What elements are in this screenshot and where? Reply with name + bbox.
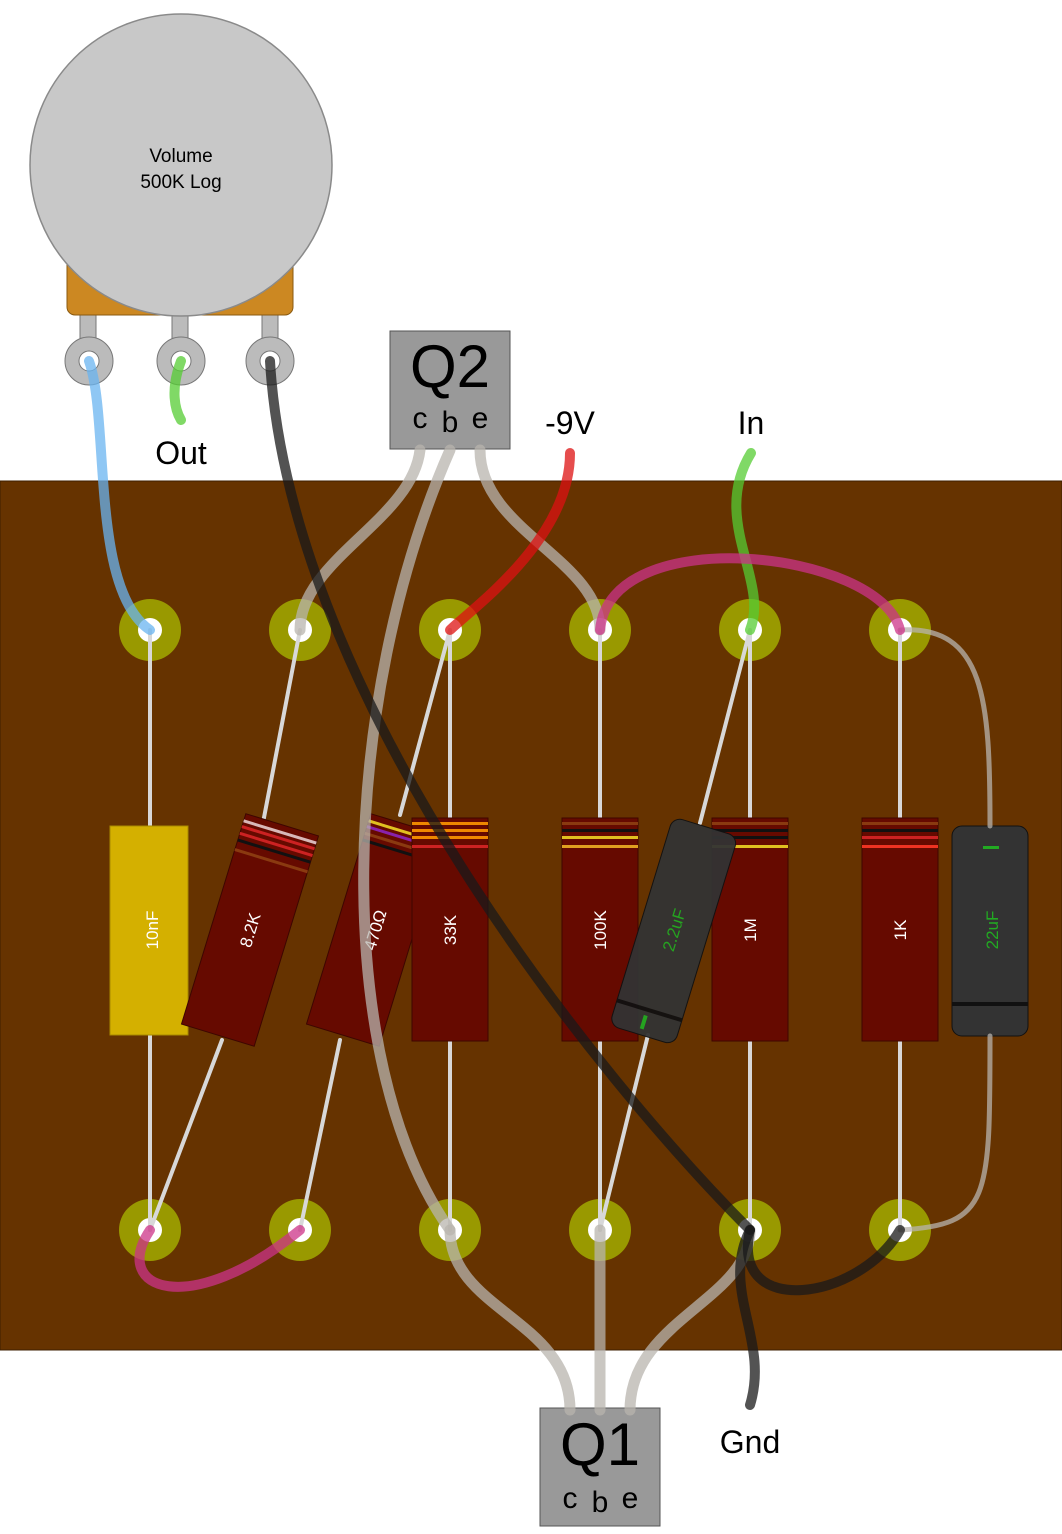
label-out: Out (155, 435, 207, 471)
wire-grey-q2-c (294, 444, 426, 636)
res-1k-label: 1K (891, 919, 910, 940)
wire-black-gnd (735, 1225, 760, 1410)
q1-pin-e: e (622, 1482, 639, 1515)
pot-value-label: 500K Log (140, 172, 221, 193)
transistor-q2[interactable]: Q2 c b e (389, 330, 511, 450)
wire-grey-q2-b (358, 444, 456, 1236)
label-gnd: Gnd (720, 1424, 780, 1460)
res-1m-label: 1M (741, 918, 760, 942)
resistor-1k[interactable]: 1K (861, 817, 939, 1042)
wire-black-1k-ground (743, 1225, 905, 1296)
label-neg-9v: -9V (545, 405, 595, 441)
res-100k-label: 100K (591, 909, 610, 949)
cap-10nf-label: 10nF (143, 911, 162, 950)
capacitor-10nf[interactable]: 10nF (109, 825, 189, 1036)
q1-pin-c: c (563, 1482, 578, 1515)
wire-red-neg-9v (445, 448, 575, 635)
res-33k-label: 33K (441, 914, 460, 945)
wires (84, 356, 993, 1416)
q2-name: Q2 (410, 333, 490, 400)
wire-grey-22uf-bottom (897, 1033, 993, 1233)
wire-green-out (169, 356, 186, 425)
transistor-q1[interactable]: Q1 c b e (539, 1407, 661, 1527)
wire-pink-top (595, 553, 905, 635)
wire-black-ground (265, 356, 755, 1235)
volume-potentiometer[interactable]: Volume 500K Log (29, 13, 333, 386)
pot-name-label: Volume (149, 146, 212, 167)
electrolytic-cap-2-2uf[interactable]: 2.2uF (609, 817, 738, 1045)
component-leads (148, 628, 902, 1232)
resistor-8-2k[interactable]: 8.2K (180, 813, 320, 1047)
wire-grey-22uf-top (897, 627, 993, 829)
pot-knob (29, 13, 333, 317)
q1-name: Q1 (560, 1411, 640, 1478)
wire-grey-q1-c (444, 1224, 576, 1416)
q2-pin-b: b (442, 406, 459, 439)
q1-pin-b: b (592, 1486, 609, 1519)
q2-pin-c: c (413, 402, 428, 435)
label-in: In (738, 405, 765, 441)
electrolytic-cap-22uf[interactable]: 22uF (951, 825, 1029, 1037)
wire-green-in (731, 448, 760, 635)
ecap-22uf-label: 22uF (983, 911, 1002, 950)
wire-blue-out (84, 356, 155, 635)
q2-pin-e: e (472, 402, 489, 435)
wire-pink-bottom (134, 1225, 305, 1292)
